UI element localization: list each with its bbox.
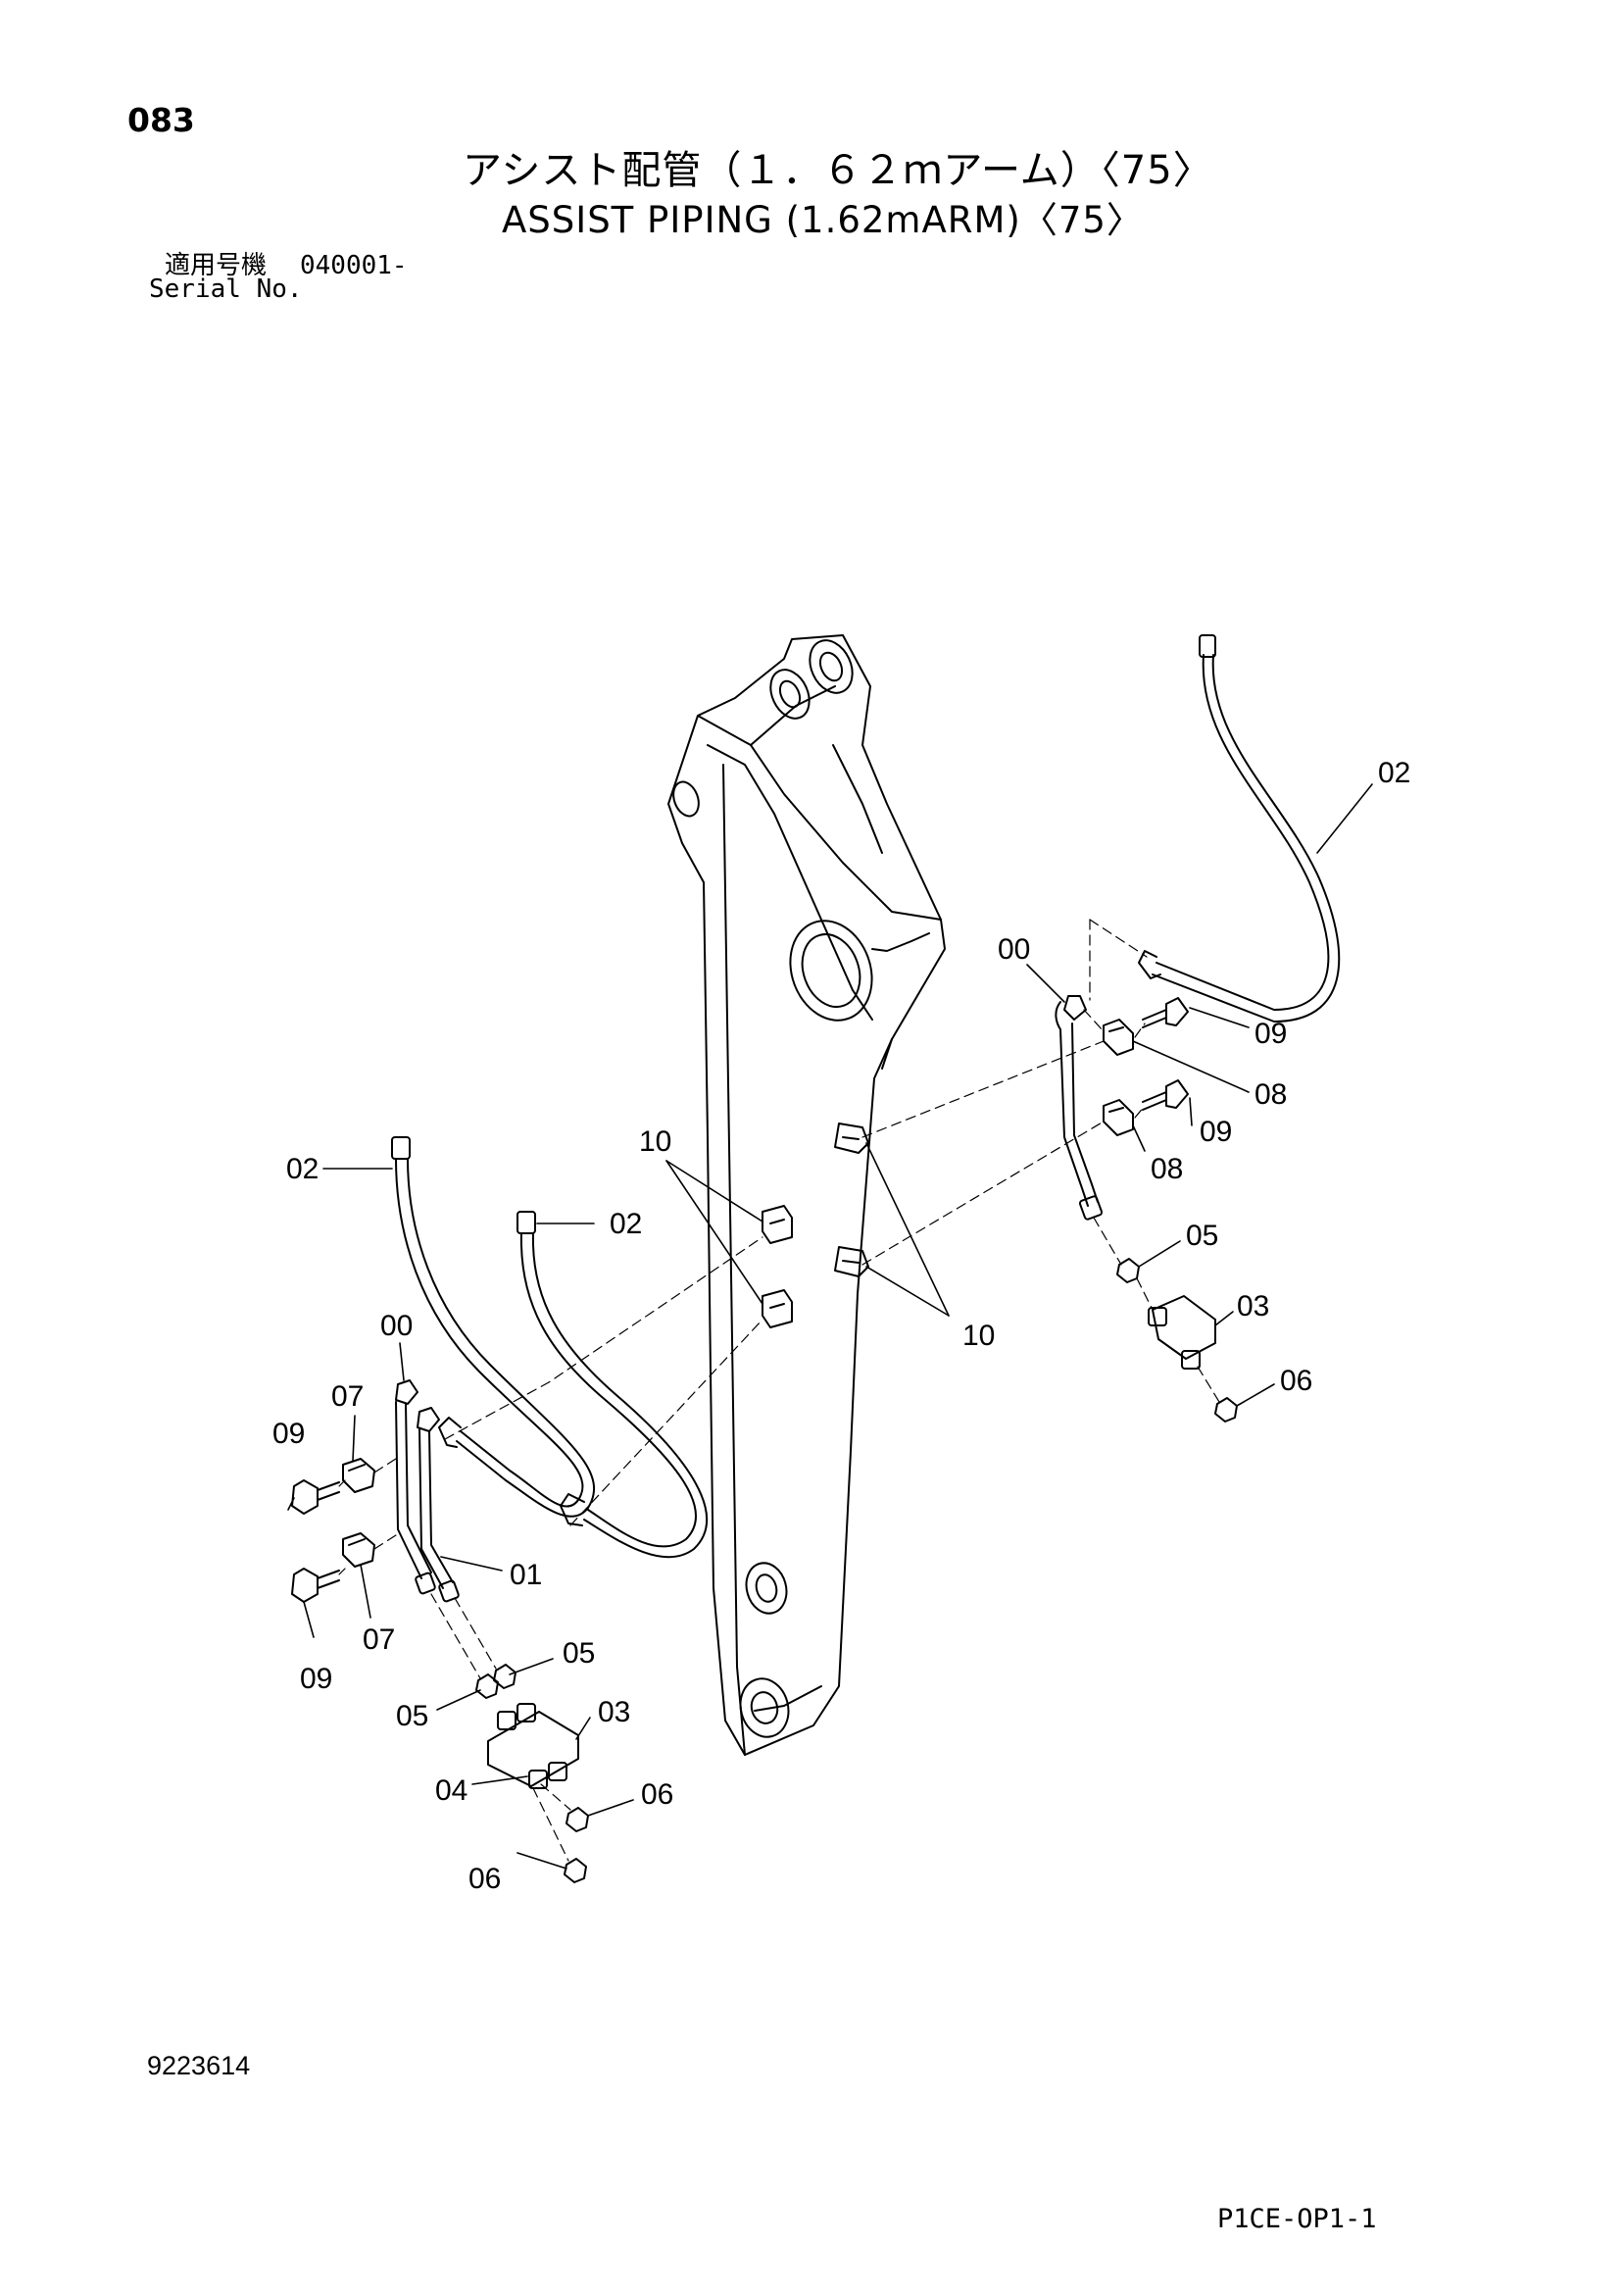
leader-lines [287, 783, 1373, 1870]
page-number: 083 [127, 101, 195, 139]
callout-left-adapter-left: 05 [396, 1700, 428, 1732]
callout-right-elbow: 00 [998, 933, 1030, 966]
left-hose-02-outer [391, 1136, 595, 1518]
left-hose-02-inner [516, 1211, 709, 1559]
right-clamps-08 [1103, 1019, 1134, 1136]
callout-brackets-left: 10 [639, 1125, 671, 1158]
title-japanese: アシスト配管（１．６２ｍアーム）〈75〉 [463, 148, 1213, 193]
right-fittings [1116, 1258, 1238, 1423]
callout-left-hose-inner: 02 [610, 1208, 642, 1240]
right-bolts-09 [1142, 997, 1189, 1111]
left-dashed-assembly-lines [338, 1236, 763, 1862]
callout-left-block: 03 [598, 1696, 630, 1728]
right-dashed-assembly-lines [861, 919, 1220, 1403]
left-elbows-and-pipes-00-01 [395, 1379, 460, 1603]
arm-brackets [762, 1123, 869, 1328]
right-elbow-00-and-pipe [1055, 995, 1104, 1221]
callout-left-tee: 04 [435, 1774, 467, 1807]
arm-body [667, 634, 946, 1756]
callout-right-clamp-lower: 08 [1151, 1153, 1183, 1185]
callout-brackets-right: 10 [962, 1320, 995, 1352]
serial-label-english: Serial No. [149, 275, 303, 304]
callout-right-bolt-lower: 09 [1200, 1116, 1232, 1148]
left-clamps-07 [342, 1458, 375, 1568]
title-english: ASSIST PIPING (1.62mARM)〈75〉 [502, 199, 1144, 241]
right-hose-02 [1138, 634, 1341, 1023]
callout-right-plug: 06 [1280, 1365, 1312, 1397]
callout-right-clamp-upper: 08 [1254, 1078, 1287, 1111]
serial-value: 040001- [300, 251, 408, 280]
callout-left-adapter-right: 05 [563, 1637, 595, 1670]
page-code: P1CE-OP1-1 [1217, 2204, 1377, 2234]
callout-left-clamp-upper: 07 [331, 1380, 364, 1413]
left-fittings [475, 1664, 589, 1883]
callout-labels: 02 00 09 08 09 08 05 03 06 02 02 10 10 0… [272, 757, 1410, 1895]
callout-right-adapter: 05 [1186, 1220, 1218, 1252]
callout-right-block: 03 [1237, 1290, 1269, 1323]
callout-left-pipe: 01 [510, 1559, 542, 1591]
callout-right-hose: 02 [1378, 757, 1410, 789]
callout-left-bolt-upper: 09 [272, 1418, 305, 1450]
callout-left-bolt-lower: 09 [300, 1663, 332, 1695]
callout-left-plug-left: 06 [468, 1863, 501, 1895]
callout-right-bolt-upper: 09 [1254, 1018, 1287, 1050]
serial-label-japanese: 適用号機 [165, 251, 268, 280]
callout-left-hose-outer: 02 [286, 1153, 319, 1185]
left-bolts-09 [291, 1479, 340, 1603]
callout-left-elbow: 00 [380, 1310, 413, 1342]
callout-left-clamp-lower: 07 [363, 1623, 395, 1656]
drawing-number: 9223614 [147, 2051, 251, 2080]
callout-left-plug-right: 06 [641, 1778, 673, 1811]
